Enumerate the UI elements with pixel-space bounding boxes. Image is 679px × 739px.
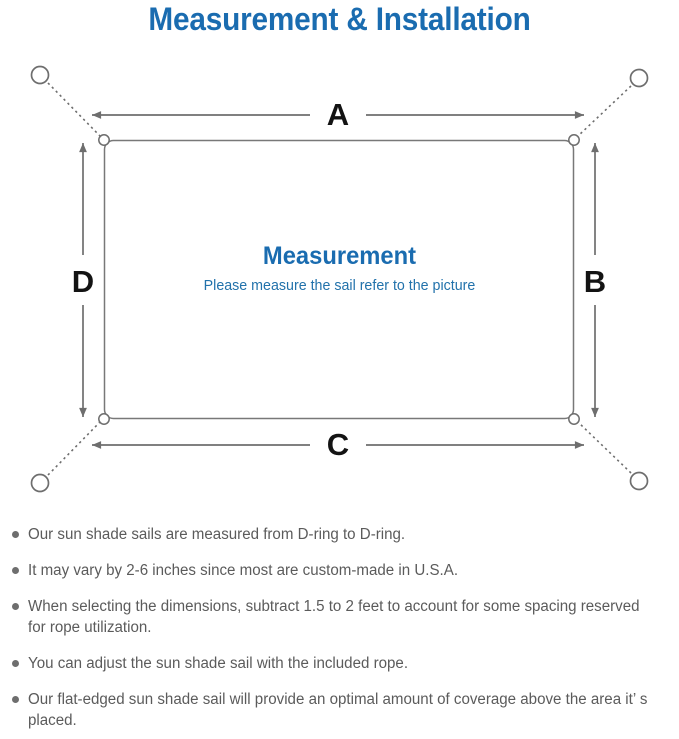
rope-bottom-left-icon xyxy=(47,421,101,476)
notes-list: Our sun shade sails are measured from D-… xyxy=(0,524,679,731)
bullet-icon xyxy=(12,531,19,538)
anchor-point-bottom-right-icon xyxy=(629,471,649,491)
bullet-icon xyxy=(12,660,19,667)
list-item: When selecting the dimensions, subtract … xyxy=(0,596,679,638)
rope-top-right-icon xyxy=(577,85,632,137)
d-ring-bottom-right-icon xyxy=(568,413,580,425)
bullet-icon xyxy=(12,603,19,610)
d-ring-top-left-icon xyxy=(98,134,110,146)
d-ring-bottom-left-icon xyxy=(98,413,110,425)
dimension-label-d: D xyxy=(72,264,94,299)
list-item: It may vary by 2-6 inches since most are… xyxy=(0,560,679,581)
bullet-icon xyxy=(12,696,19,703)
bullet-icon xyxy=(12,567,19,574)
list-item-text: Our flat-edged sun shade sail will provi… xyxy=(28,691,648,729)
list-item-text: It may vary by 2-6 inches since most are… xyxy=(28,562,459,579)
anchor-point-top-right-icon xyxy=(629,68,649,88)
rope-bottom-right-icon xyxy=(577,421,632,474)
list-item: You can adjust the sun shade sail with t… xyxy=(0,653,679,674)
page-title: Measurement & Installation xyxy=(148,1,531,37)
d-ring-top-right-icon xyxy=(568,134,580,146)
sail-center-subtitle: Please measure the sail refer to the pic… xyxy=(203,277,476,294)
list-item-text: You can adjust the sun shade sail with t… xyxy=(28,655,409,672)
sun-shade-sail-measurement-diagram: A C D B xyxy=(30,65,649,493)
dimension-label-a: A xyxy=(327,97,349,132)
list-item-text: Our sun shade sails are measured from D-… xyxy=(28,526,406,543)
dimension-label-b: B xyxy=(584,264,606,299)
anchor-points xyxy=(30,65,649,493)
rope-top-left-icon xyxy=(47,82,101,137)
sail-rectangle xyxy=(103,139,575,420)
list-item-text: When selecting the dimensions, subtract … xyxy=(28,598,640,636)
d-rings xyxy=(98,134,580,425)
rope-lines xyxy=(47,82,632,476)
list-item: Our sun shade sails are measured from D-… xyxy=(0,524,679,545)
list-item: Our flat-edged sun shade sail will provi… xyxy=(0,689,679,731)
sail-center-title: Measurement xyxy=(262,242,417,270)
anchor-point-top-left-icon xyxy=(30,65,50,85)
anchor-point-bottom-left-icon xyxy=(30,473,50,493)
dimension-label-c: C xyxy=(327,427,349,462)
